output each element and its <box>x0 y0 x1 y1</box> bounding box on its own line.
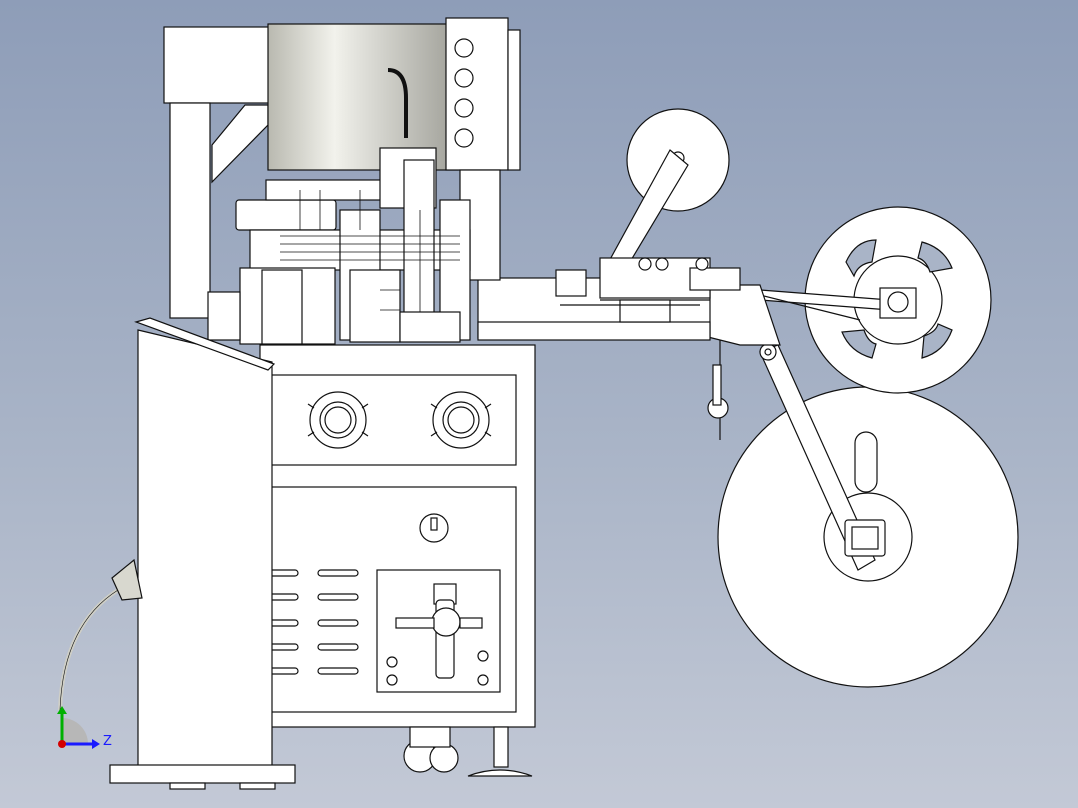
air-regulator-panel <box>376 569 501 693</box>
work-table <box>477 257 741 341</box>
frame-column <box>163 26 275 319</box>
x-axis-dot <box>58 740 66 748</box>
head-mechanism <box>207 147 471 345</box>
casters <box>403 726 533 777</box>
z-axis-label: Z <box>103 734 112 749</box>
fan-grille-icon <box>430 391 492 449</box>
tension-arm <box>759 287 917 321</box>
rotary-knob-icon <box>419 513 449 543</box>
hopper-cylinder <box>267 23 459 171</box>
work-lamp-icon <box>58 558 143 711</box>
reel-arm <box>759 343 886 571</box>
operator-console <box>109 317 296 790</box>
pressure-gauge-icon <box>454 38 474 148</box>
fan-grille-icon <box>307 391 369 449</box>
axis-triad: Z <box>57 706 112 749</box>
reel-assembly <box>595 108 1019 688</box>
vent-slots <box>267 569 359 675</box>
main-cabinet <box>259 344 536 728</box>
tension-bracket <box>699 284 781 440</box>
